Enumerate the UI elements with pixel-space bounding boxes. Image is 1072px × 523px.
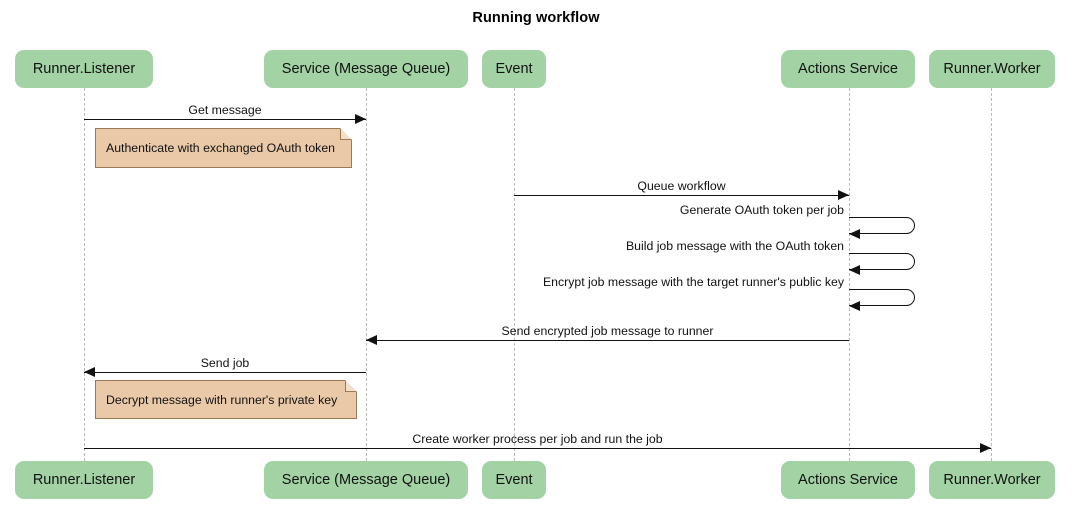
message-label-send-encrypted-job-message: Send encrypted job message to runner xyxy=(501,324,714,338)
arrowhead-create-worker-process xyxy=(980,443,991,454)
self-message-encrypt-job-message xyxy=(849,289,915,306)
lifeline-runner-listener xyxy=(84,88,85,461)
participant-runner-worker-bottom[interactable]: Runner.Worker xyxy=(929,461,1055,499)
participant-service-mq-bottom[interactable]: Service (Message Queue) xyxy=(264,461,468,499)
message-label-generate-oauth-token: Generate OAuth token per job xyxy=(679,203,844,217)
message-line-send-encrypted-job-message xyxy=(366,340,849,341)
lifeline-runner-worker xyxy=(991,88,992,461)
arrowhead-send-encrypted-job-message xyxy=(366,335,377,346)
participant-label: Actions Service xyxy=(798,61,898,77)
message-line-send-job xyxy=(84,372,366,373)
message-line-create-worker-process xyxy=(84,448,991,449)
lifeline-service-mq xyxy=(366,88,367,461)
participant-label: Runner.Listener xyxy=(32,61,136,77)
participant-actions-service-bottom[interactable]: Actions Service xyxy=(781,461,915,499)
participant-runner-listener-bottom[interactable]: Runner.Listener xyxy=(15,461,153,499)
message-label-get-message: Get message xyxy=(188,103,262,117)
lifeline-event xyxy=(514,88,515,461)
participant-runner-listener-top[interactable]: Runner.Listener xyxy=(15,50,153,88)
message-line-queue-workflow xyxy=(514,195,849,196)
participant-label: Service (Message Queue) xyxy=(281,61,451,77)
participant-event-bottom[interactable]: Event xyxy=(482,461,546,499)
arrowhead-send-job xyxy=(84,367,95,378)
note-decrypt-note: Decrypt message with runner's private ke… xyxy=(95,380,357,419)
page-title: Running workflow xyxy=(472,10,600,26)
participant-service-mq-top[interactable]: Service (Message Queue) xyxy=(264,50,468,88)
message-label-create-worker-process: Create worker process per job and run th… xyxy=(412,432,663,446)
arrowhead-get-message xyxy=(355,114,366,125)
self-message-build-job-message xyxy=(849,253,915,270)
message-label-build-job-message: Build job message with the OAuth token xyxy=(625,239,844,253)
participant-label: Event xyxy=(495,61,533,77)
participant-label: Event xyxy=(495,472,533,488)
arrowhead-encrypt-job-message xyxy=(849,300,860,311)
participant-label: Runner.Listener xyxy=(32,472,136,488)
message-label-queue-workflow: Queue workflow xyxy=(637,179,726,193)
arrowhead-queue-workflow xyxy=(838,190,849,201)
participant-label: Service (Message Queue) xyxy=(281,472,451,488)
participant-event-top[interactable]: Event xyxy=(482,50,546,88)
lifeline-actions-service xyxy=(849,88,850,461)
message-label-send-job: Send job xyxy=(200,356,250,370)
participant-label: Runner.Worker xyxy=(943,472,1041,488)
message-label-encrypt-job-message: Encrypt job message with the target runn… xyxy=(542,275,844,289)
note-text: Authenticate with exchanged OAuth token xyxy=(106,141,336,155)
self-message-generate-oauth-token xyxy=(849,217,915,234)
participant-label: Actions Service xyxy=(798,472,898,488)
message-line-get-message xyxy=(84,119,366,120)
arrowhead-build-job-message xyxy=(849,264,860,275)
note-text: Decrypt message with runner's private ke… xyxy=(106,392,338,407)
participant-runner-worker-top[interactable]: Runner.Worker xyxy=(929,50,1055,88)
note-authenticate-note: Authenticate with exchanged OAuth token xyxy=(95,128,352,168)
participant-label: Runner.Worker xyxy=(943,61,1041,77)
arrowhead-generate-oauth-token xyxy=(849,228,860,239)
participant-actions-service-top[interactable]: Actions Service xyxy=(781,50,915,88)
